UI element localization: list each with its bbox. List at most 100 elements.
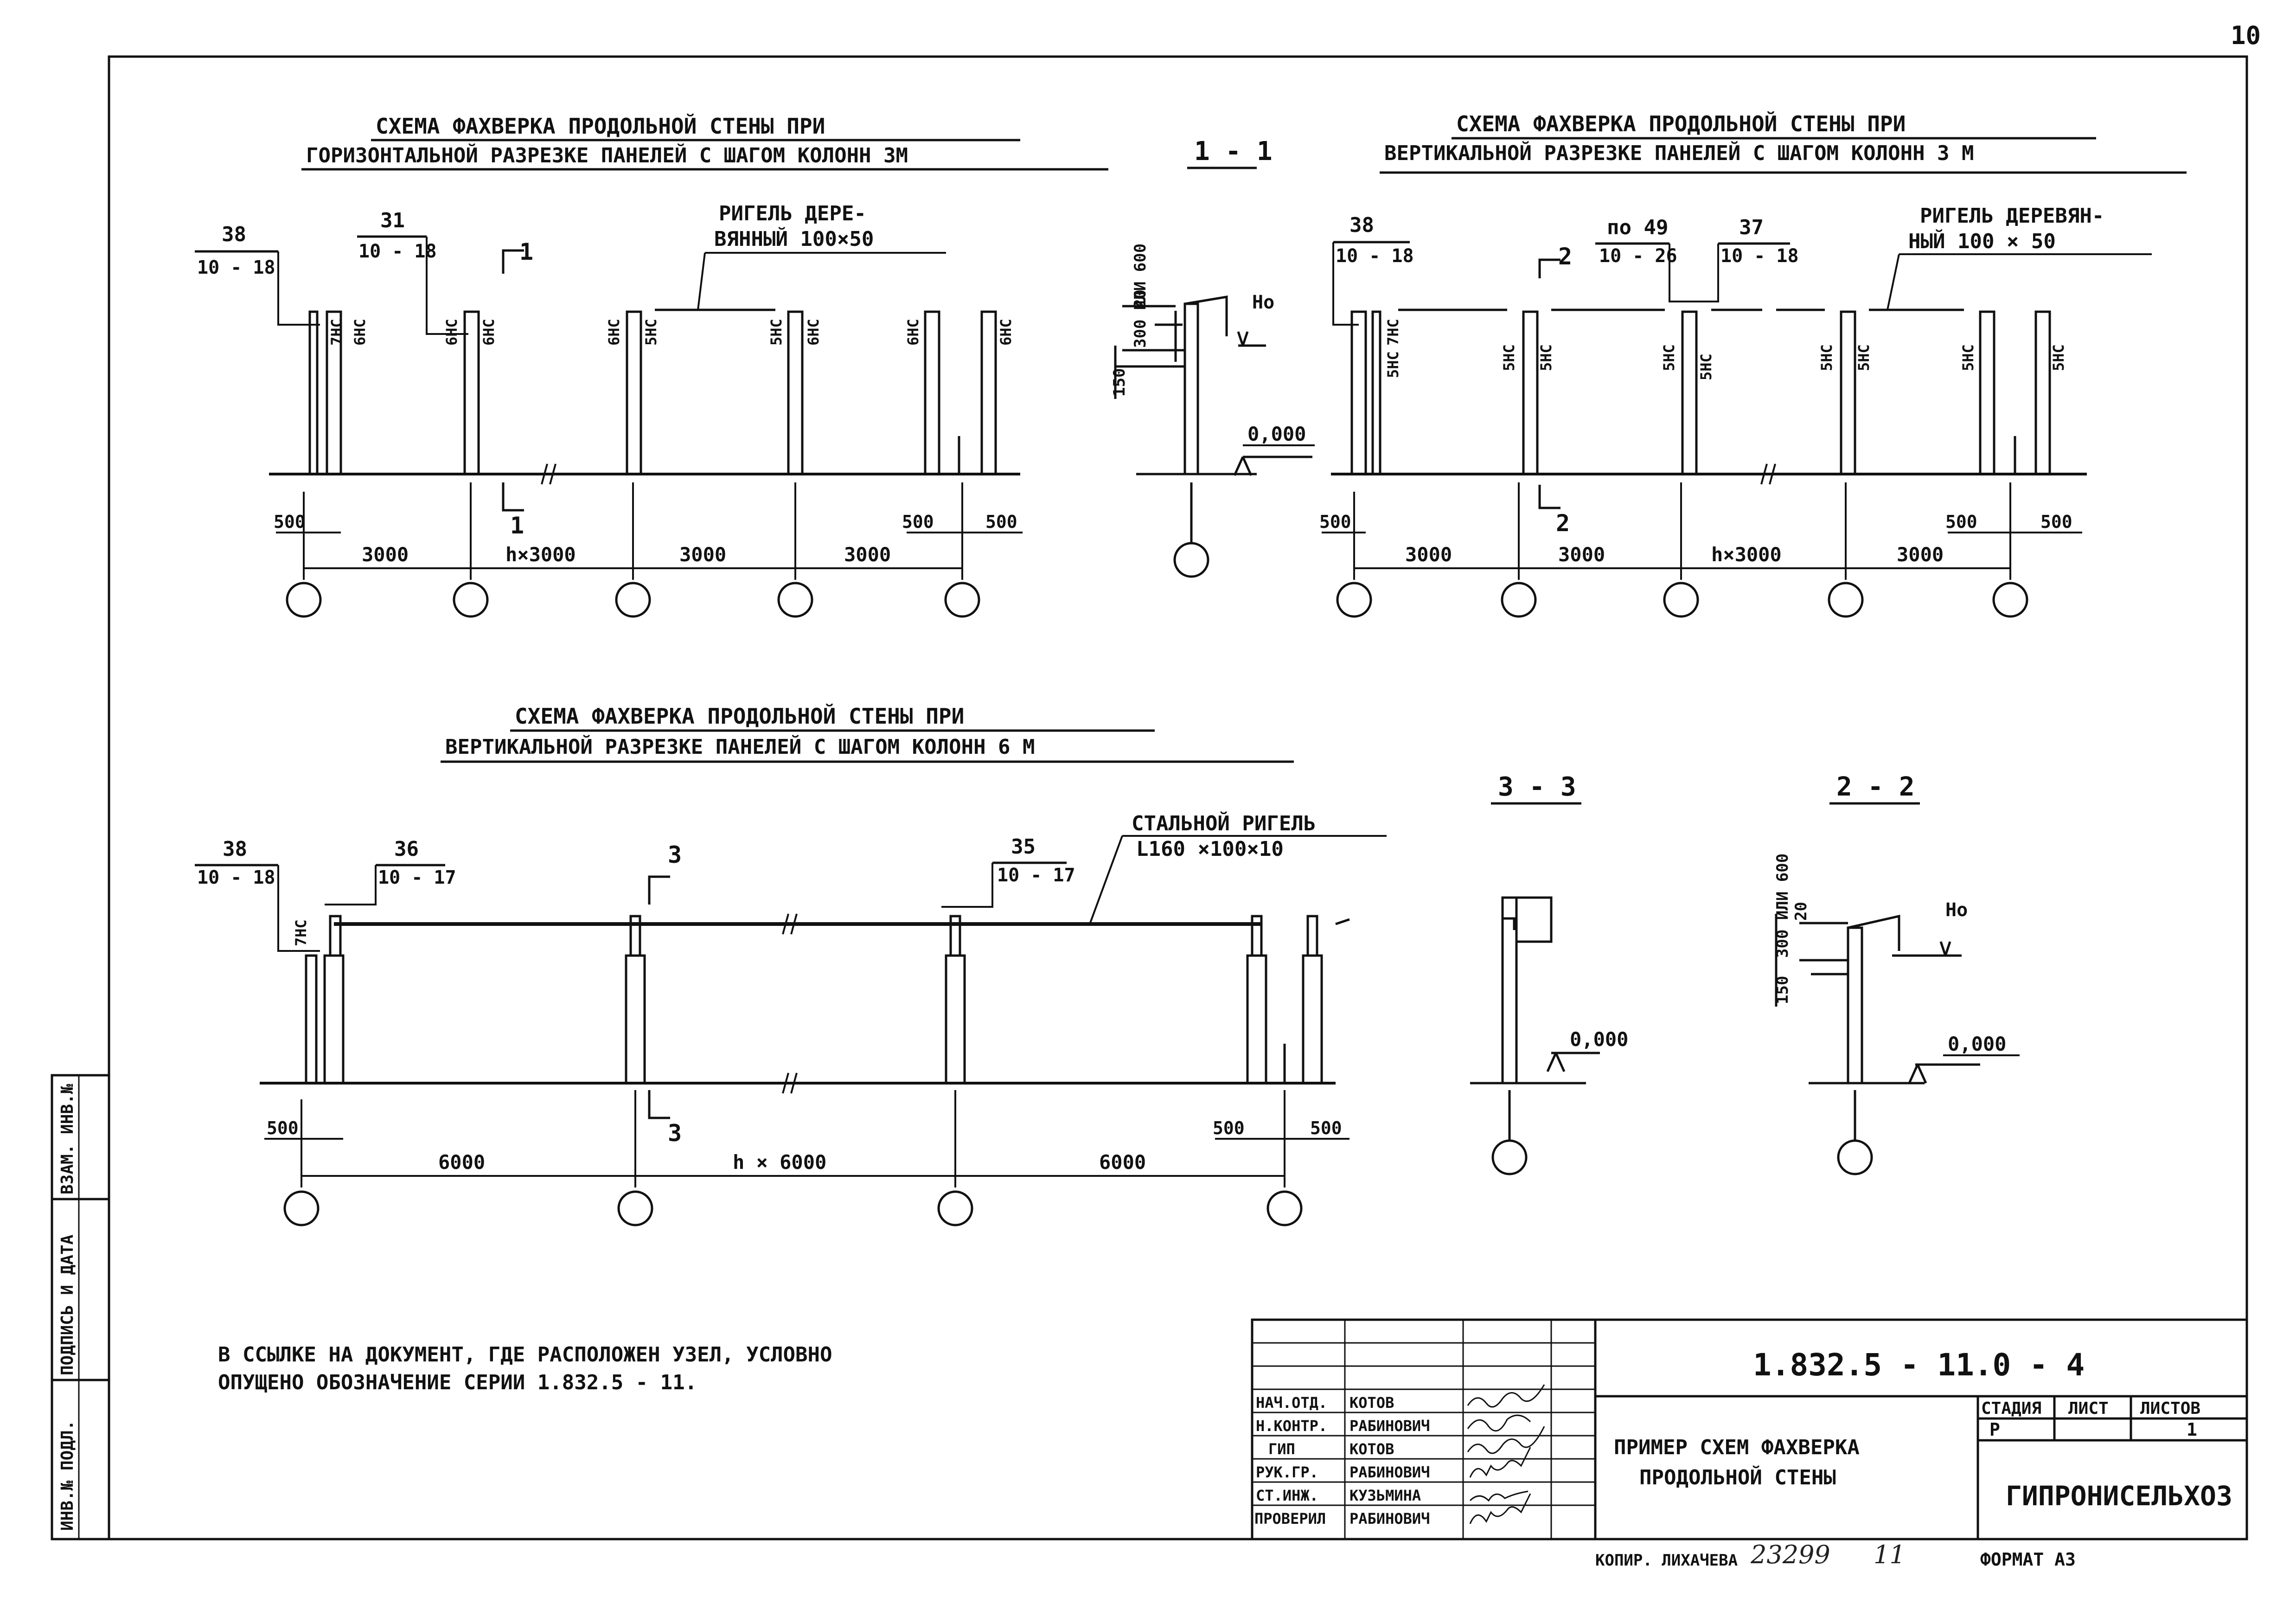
doc-title-1: ПРИМЕР СХЕМ ФАХВЕРКА <box>1614 1436 1860 1459</box>
h-sheets: ЛИСТОВ <box>2140 1399 2200 1418</box>
dim-tr-500c: 500 <box>2040 512 2072 532</box>
side-strip: ИНВ.№ ПОДЛ. ПОДПИСЬ И ДАТА ВЗАМ. ИНВ.№ <box>58 1084 77 1531</box>
doc-title-2: ПРОДОЛЬНОЙ СТЕНЫ <box>1639 1465 1836 1489</box>
scheme-top-left: СХЕМА ФАХВЕРКА ПРОДОЛЬНОЙ СТЕНЫ ПРИ ГОРИ… <box>195 114 1108 618</box>
s22-ho: Нo <box>1945 899 1968 921</box>
dim-tl-3000a: 3000 <box>362 543 409 566</box>
ref-tl-a-bottom: 10 - 18 <box>197 257 275 278</box>
dim-tl-h3000: h×3000 <box>505 543 576 566</box>
copy-num: 23299 <box>1750 1540 1830 1569</box>
sheet-frame <box>51 55 2248 1541</box>
cut-1-top: 1 <box>519 238 533 265</box>
stamp-code: 1.832.5 - 11.0 - 4 <box>1753 1347 2085 1383</box>
dim-b-6000a: 6000 <box>438 1151 485 1174</box>
side-inv-podl: ИНВ.№ ПОДЛ. <box>58 1420 77 1531</box>
ref-b-c-top: 35 <box>1011 835 1036 859</box>
dim-b-6000b: 6000 <box>1099 1151 1146 1174</box>
dim-tr-h3000: h×3000 <box>1711 543 1782 566</box>
s11-dim-300: 300 ИЛИ 600 <box>1131 244 1150 348</box>
title-tl-line1: СХЕМА ФАХВЕРКА ПРОДОЛЬНОЙ СТЕНЫ ПРИ <box>376 114 825 139</box>
pm-tr-5: 5НС <box>1660 344 1678 371</box>
s33-zero: 0,000 <box>1570 1028 1628 1051</box>
pm-tl-1: 7НС <box>328 319 345 346</box>
pm-tl-5: 6НС <box>605 319 623 346</box>
pm-tr-3: 5НС <box>1500 344 1518 371</box>
role-0: НАЧ.ОТД. <box>1256 1394 1327 1412</box>
side-podpis: ПОДПИСЬ И ДАТА <box>58 1234 77 1375</box>
note-line1: В ССЫЛКЕ НА ДОКУМЕНТ, ГДЕ РАСПОЛОЖЕН УЗЕ… <box>218 1343 832 1367</box>
name-1: РАБИНОВИЧ <box>1349 1417 1430 1435</box>
dim-tl-500a: 500 <box>274 512 306 532</box>
format-label: ФОРМАТ А3 <box>1980 1549 2076 1570</box>
pm-tr-10: 5НС <box>2050 344 2067 371</box>
s22-dim-300: 300 ИЛИ 600 <box>1773 854 1792 958</box>
copy-n2: 11 <box>1874 1540 1906 1569</box>
beam-tr-line1: РИГЕЛЬ ДЕРЕВЯН- <box>1920 204 2104 228</box>
role-5: ПРОВЕРИЛ <box>1254 1510 1326 1528</box>
section-1-1-label: 1 - 1 <box>1194 136 1273 167</box>
pm-tl-2: 6НС <box>351 319 369 346</box>
pm-tr-9: 5НС <box>1959 344 1977 371</box>
dim-tl-3000c: 3000 <box>844 543 891 566</box>
pm-tr-7: 5НС <box>1818 344 1836 371</box>
ref-tr-c-bottom: 10 - 18 <box>1720 245 1799 267</box>
dim-tr-500b: 500 <box>1945 512 1977 532</box>
side-vzam: ВЗАМ. ИНВ.№ <box>58 1084 77 1194</box>
pm-tr-4: 5НС <box>1537 344 1555 371</box>
beam-b-line1: СТАЛЬНОЙ РИГЕЛЬ <box>1132 811 1316 835</box>
s11-zero: 0,000 <box>1247 423 1306 445</box>
beam-tl-line1: РИГЕЛЬ ДЕРЕ- <box>719 202 866 225</box>
ref-tr-a-top: 38 <box>1349 213 1374 237</box>
name-0: КОТОВ <box>1349 1394 1394 1412</box>
dim-tr-500a: 500 <box>1319 512 1351 532</box>
pm-tl-7: 5НС <box>767 319 785 346</box>
title-b-line2: ВЕРТИКАЛЬНОЙ РАЗРЕЗКЕ ПАНЕЛЕЙ С ШАГОМ КО… <box>445 734 1035 759</box>
ref-b-a-top: 38 <box>223 837 247 861</box>
pm-tl-9: 6НС <box>904 319 922 346</box>
dim-tl-500c: 500 <box>985 512 1017 532</box>
beam-tl-line2: ВЯННЫЙ 100×50 <box>714 226 874 251</box>
role-1: Н.КОНТР. <box>1256 1417 1327 1435</box>
ref-b-b-top: 36 <box>394 837 419 861</box>
section-1-1: 1 - 1 20 300 ИЛИ 600 150 Нo 0,000 <box>1110 136 1315 578</box>
dim-b-h6000: h × 6000 <box>733 1151 826 1174</box>
pm-tl-3: 6НС <box>443 319 460 346</box>
role-3: РУК.ГР. <box>1256 1464 1318 1481</box>
title-tr-line2: ВЕРТИКАЛЬНОЙ РАЗРЕЗКЕ ПАНЕЛЕЙ С ШАГОМ КО… <box>1384 141 1974 165</box>
note-line2: ОПУЩЕНО ОБОЗНАЧЕНИЕ СЕРИИ 1.832.5 - 11. <box>218 1371 697 1394</box>
name-4: КУЗЬМИНА <box>1349 1487 1421 1504</box>
sheet-number: 10 <box>2231 21 2261 50</box>
dim-tr-3000a: 3000 <box>1405 543 1452 566</box>
dim-tl-3000b: 3000 <box>679 543 726 566</box>
pm-tr-1: 7НС <box>1384 319 1402 346</box>
s11-dim-150: 150 <box>1110 368 1129 397</box>
ref-tr-a-bottom: 10 - 18 <box>1336 245 1414 267</box>
name-5: РАБИНОВИЧ <box>1349 1510 1430 1528</box>
section-3-3: 3 - 3 0,000 <box>1470 772 1628 1175</box>
stage-value: Р <box>1989 1419 2000 1440</box>
title-tl-line2: ГОРИЗОНТАЛЬНОЙ РАЗРЕЗКЕ ПАНЕЛЕЙ С ШАГОМ … <box>306 143 908 167</box>
pm-tl-10: 6НС <box>997 319 1015 346</box>
scheme-top-right: СХЕМА ФАХВЕРКА ПРОДОЛЬНОЙ СТЕНЫ ПРИ ВЕРТ… <box>1319 111 2187 618</box>
title-tr-line1: СХЕМА ФАХВЕРКА ПРОДОЛЬНОЙ СТЕНЫ ПРИ <box>1456 111 1906 136</box>
s22-dim-20: 20 <box>1792 902 1810 921</box>
ref-b-c-bottom: 10 - 17 <box>997 865 1075 886</box>
role-2: ГИП <box>1268 1440 1295 1458</box>
title-block: 1.832.5 - 11.0 - 4 НАЧ.ОТД. Н.КОНТР. ГИП… <box>1251 1318 2248 1541</box>
section-3-3-label: 3 - 3 <box>1498 772 1576 802</box>
h-sheet: ЛИСТ <box>2068 1399 2109 1418</box>
name-2: КОТОВ <box>1349 1440 1394 1458</box>
cut-3-bottom: 3 <box>668 1120 682 1147</box>
dim-b-500c: 500 <box>1310 1118 1342 1138</box>
section-2-2: 2 - 2 20 300 ИЛИ 600 150 Нo 0,000 <box>1773 772 2020 1175</box>
pm-tr-8: 5НС <box>1855 344 1873 371</box>
s22-zero: 0,000 <box>1948 1033 2006 1055</box>
beam-tr-line2: НЫЙ 100 × 50 <box>1908 229 2056 253</box>
copy-label: КОПИР. ЛИХАЧЕВА <box>1595 1551 1738 1570</box>
cut-3-top: 3 <box>668 841 682 868</box>
org-name: ГИПРОНИСЕЛЬХОЗ <box>2006 1480 2232 1512</box>
ref-tr-b-top: по 49 <box>1607 216 1668 239</box>
cut-2-bottom: 2 <box>1556 510 1570 537</box>
dim-tr-3000c: 3000 <box>1897 543 1944 566</box>
role-4: СТ.ИНЖ. <box>1256 1487 1318 1504</box>
